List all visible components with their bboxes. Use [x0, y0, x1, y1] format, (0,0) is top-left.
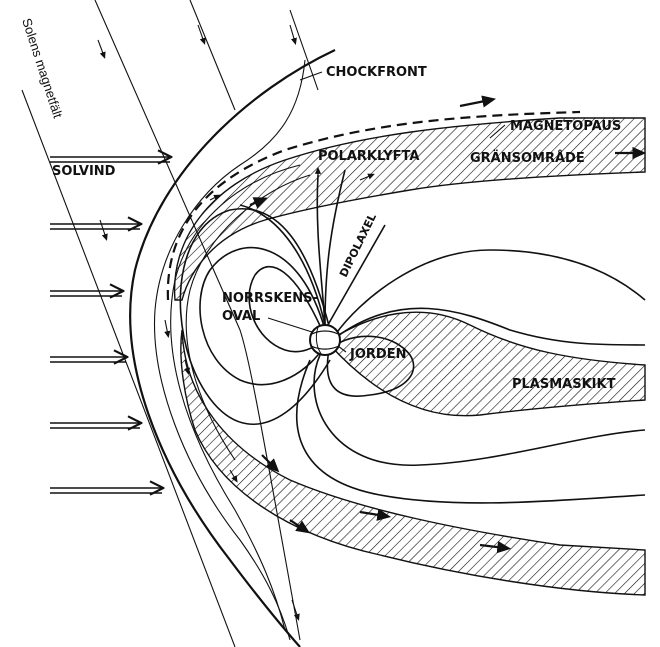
label-chockfront: CHOCKFRONT	[326, 65, 427, 80]
label-magnetopaus: MAGNETOPAUS	[510, 119, 621, 134]
leader-lines	[267, 71, 506, 353]
label-jorden: JORDEN	[349, 347, 406, 362]
plasma-sheet	[329, 311, 646, 417]
label-solvind: SOLVIND	[52, 164, 116, 179]
label-plasmaskikt: PLASMASKIKT	[512, 377, 616, 392]
solar-wind-arrows	[50, 157, 170, 493]
solar-field-lines	[21, 0, 319, 647]
magnetopause	[166, 110, 581, 301]
boundary-layer-upper	[173, 117, 646, 301]
flow-arrows	[249, 95, 647, 554]
dipole-field-lines	[179, 207, 646, 504]
label-oval: OVAL	[222, 309, 260, 324]
label-polarklyfta: POLARKLYFTA	[318, 149, 419, 164]
earth	[309, 324, 341, 356]
label-norrskens: NORRSKENS-	[222, 291, 318, 306]
cusp-field-lines	[239, 166, 375, 326]
dipole-axis	[324, 224, 386, 331]
label-gransomrade: GRÄNSOMRÅDE	[470, 150, 585, 166]
label-solens-magnetfalt: Solens magnetfält	[19, 16, 66, 120]
shock-front	[129, 49, 336, 647]
